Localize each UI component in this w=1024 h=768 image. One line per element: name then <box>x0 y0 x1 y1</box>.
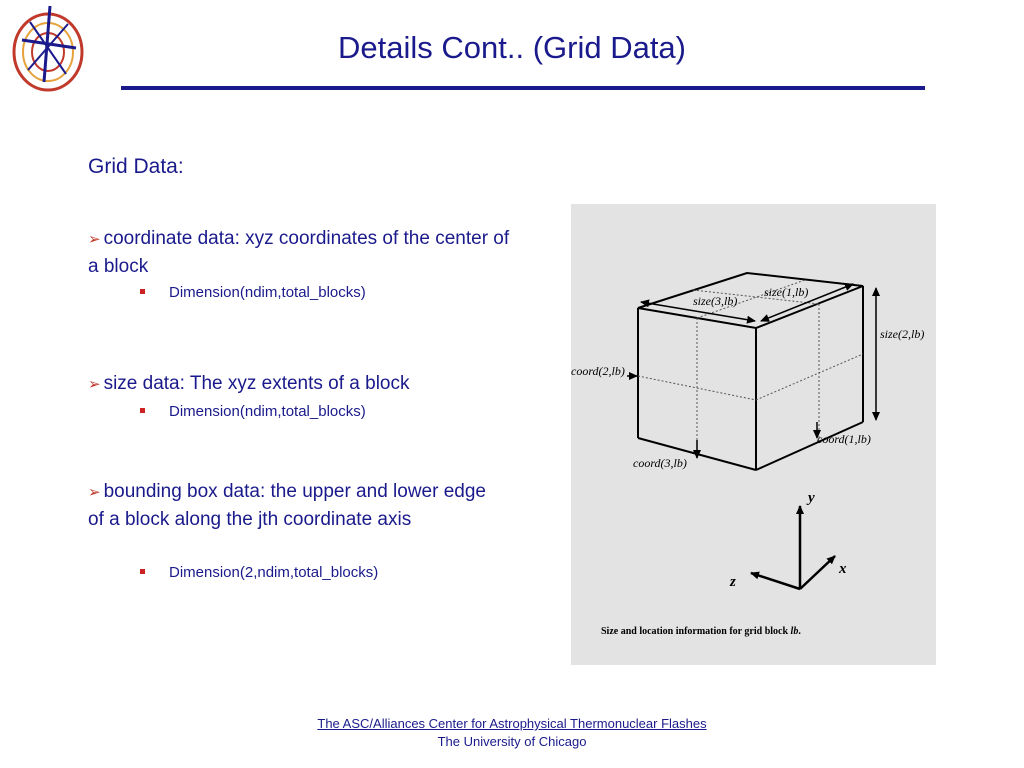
title-divider <box>121 86 925 90</box>
label-size2: size(2,lb) <box>880 327 924 341</box>
bullet-bounding-box-data: ➢bounding box data: the upper and lower … <box>88 478 488 533</box>
label-coord1: coord(1,lb) <box>817 432 871 446</box>
caption-suffix: . <box>798 626 801 637</box>
axis-label-x: x <box>838 561 847 577</box>
sub-bullet-dimension: Dimension(2,ndim,total_blocks) <box>140 564 378 581</box>
logo-graphic-icon <box>12 5 84 92</box>
caption-var: lb <box>791 626 799 637</box>
sub-bullet-dimension: Dimension(ndim,total_blocks) <box>140 403 366 420</box>
footer-center-link[interactable]: The ASC/Alliances Center for Astrophysic… <box>317 716 707 731</box>
dimension-arrows <box>627 283 880 459</box>
section-heading: Grid Data: <box>88 155 184 178</box>
bullet-coordinate-data: ➢coordinate data: xyz coordinates of the… <box>88 225 518 280</box>
sub-bullet-text: Dimension(ndim,total_blocks) <box>169 284 366 301</box>
sub-bullet-text: Dimension(ndim,total_blocks) <box>169 403 366 420</box>
square-bullet-icon <box>140 407 145 413</box>
flash-center-logo <box>8 2 88 94</box>
bullet-text: bounding box data: the upper and lower e… <box>88 481 486 530</box>
slide-title: Details Cont.. (Grid Data) <box>338 30 686 65</box>
arrow-bullet-icon: ➢ <box>88 376 101 393</box>
axis-label-z: z <box>729 574 736 590</box>
label-size3: size(3,lb) <box>693 294 737 308</box>
bullet-size-data: ➢size data: The xyz extents of a block <box>88 370 518 398</box>
coordinate-axes <box>750 505 836 591</box>
bullet-text: coordinate data: xyz coordinates of the … <box>88 228 510 277</box>
axis-label-y: y <box>806 490 815 506</box>
square-bullet-icon <box>140 288 145 294</box>
label-coord3: coord(3,lb) <box>633 456 687 470</box>
footer-university: The University of Chicago <box>437 734 587 749</box>
figure-caption: Size and location information for grid b… <box>601 626 801 637</box>
label-coord2: coord(2,lb) <box>571 364 625 378</box>
arrow-bullet-icon: ➢ <box>88 231 101 248</box>
grid-block-figure: size(1,lb) size(3,lb) size(2,lb) coord(2… <box>571 204 936 665</box>
sub-bullet-text: Dimension(2,ndim,total_blocks) <box>169 564 379 581</box>
label-size1: size(1,lb) <box>764 285 808 299</box>
caption-prefix: Size and location information for grid b… <box>601 626 788 637</box>
sub-bullet-dimension: Dimension(ndim,total_blocks) <box>140 284 366 301</box>
bullet-text: size data: The xyz extents of a block <box>103 373 410 394</box>
grid-block-diagram: size(1,lb) size(3,lb) size(2,lb) coord(2… <box>571 271 924 637</box>
square-bullet-icon <box>140 568 145 574</box>
block-center-lines <box>637 279 864 454</box>
arrow-bullet-icon: ➢ <box>88 484 101 501</box>
